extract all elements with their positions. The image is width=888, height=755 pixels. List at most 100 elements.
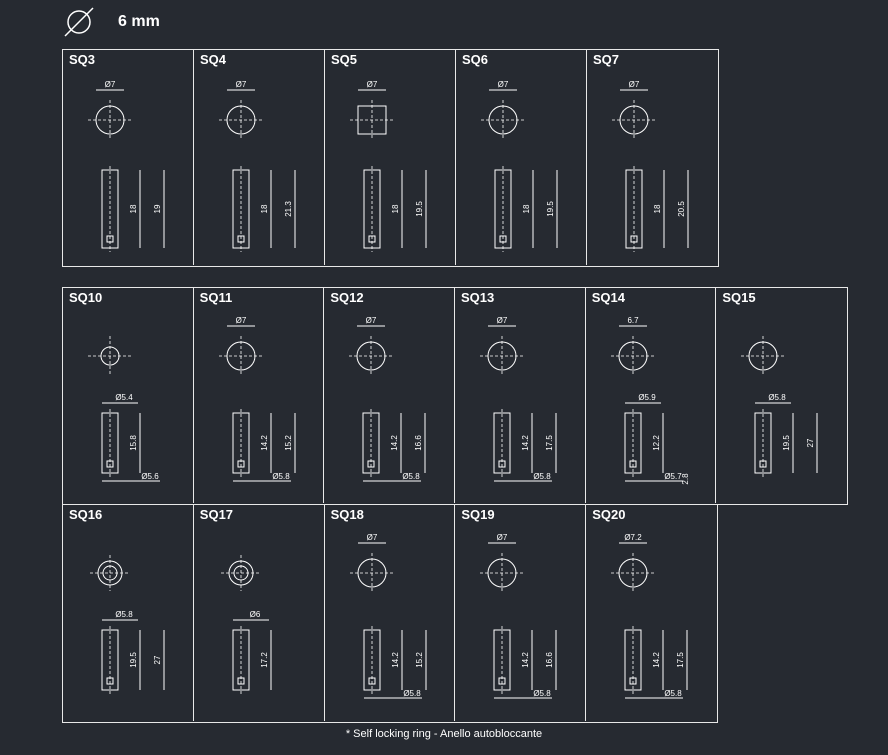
top-diameter-label: Ø7 <box>497 316 508 325</box>
part-code: SQ14 <box>591 290 625 305</box>
top-diameter-label: Ø7 <box>366 316 377 325</box>
part-code: SQ17 <box>199 507 234 522</box>
extra-dim-label: 2.8 <box>681 473 690 485</box>
bottom-diameter-label: Ø5.8 <box>403 472 421 481</box>
part-drawing: Ø7 18 19.5 <box>350 80 427 252</box>
mid-diameter-label: Ø6 <box>249 610 260 619</box>
part-code: SQ6 <box>462 52 489 67</box>
height-dim-label: 12.2 <box>652 435 661 451</box>
bottom-diameter-label: Ø5.8 <box>272 472 290 481</box>
part-code: SQ7 <box>593 52 620 67</box>
top-diameter-label: Ø7.2 <box>625 533 643 542</box>
height-dim-label: 17.5 <box>545 435 554 451</box>
top-diameter-label: Ø7 <box>367 80 378 89</box>
part-drawing: Ø7.2 14.2 17.5Ø5.8 <box>611 533 688 699</box>
bottom-diameter-label: Ø5.6 <box>141 472 159 481</box>
height-dim-label: 19.5 <box>546 201 555 217</box>
height-dim-label: 17.5 <box>676 652 685 668</box>
top-diameter-label: Ø7 <box>629 80 640 89</box>
part-drawing: Ø7 18 19 <box>88 80 165 252</box>
mid-diameter-label: Ø5.8 <box>769 393 787 402</box>
mid-diameter-label: Ø5.9 <box>638 393 656 402</box>
part-drawing-svg: Ø7 18 19.5 <box>481 80 558 252</box>
top-diameter-label: Ø7 <box>366 533 377 542</box>
height-dim-label: 14.2 <box>652 652 661 668</box>
height-dim-label: 14.2 <box>521 652 530 668</box>
part-code: SQ12 <box>330 290 364 305</box>
height-dim-label: 19.5 <box>415 201 424 217</box>
footnote: * Self locking ring - Anello autobloccan… <box>345 728 543 740</box>
top-diameter-label: Ø7 <box>498 80 509 89</box>
height-dim-label: 19.5 <box>129 652 138 668</box>
height-dim-label: 19 <box>153 204 162 213</box>
part-drawing: Ø6 17.2 <box>220 555 272 694</box>
part-code: SQ18 <box>330 507 364 522</box>
top-diameter-label: Ø7 <box>497 533 508 542</box>
diameter-icon <box>64 7 94 37</box>
height-dim-label: 15.8 <box>129 435 138 451</box>
top-diameter-label: 6.7 <box>627 316 639 325</box>
mid-diameter-label: Ø5.4 <box>115 393 133 402</box>
part-code: SQ5 <box>331 52 358 67</box>
height-dim-label: 16.6 <box>545 652 554 668</box>
part-drawing: Ø7 18 19.5 <box>481 80 558 252</box>
height-dim-label: 20.5 <box>677 201 686 217</box>
height-dim-label: 27 <box>153 655 162 664</box>
size-label: 6 mm <box>118 13 160 30</box>
bottom-diameter-label: Ø5.8 <box>533 472 551 481</box>
height-dim-label: 14.2 <box>260 435 269 451</box>
height-dim-label: 16.6 <box>414 435 423 451</box>
height-dim-label: 15.2 <box>415 652 424 668</box>
height-dim-label: 18 <box>522 204 531 213</box>
height-dim-label: 14.2 <box>390 435 399 451</box>
part-code: SQ10 <box>69 290 103 305</box>
part-code: SQ4 <box>200 52 227 67</box>
part-code: SQ15 <box>722 290 756 305</box>
part-code: SQ3 <box>69 52 96 67</box>
top-diameter-label: Ø7 <box>105 80 116 89</box>
part-code: SQ16 <box>69 507 103 522</box>
height-dim-label: 18 <box>129 204 138 213</box>
bottom-diameter-label: Ø5.8 <box>665 689 683 698</box>
height-dim-label: 17.2 <box>260 652 269 668</box>
part-drawing-svg: Ø7 14.2 16.6Ø5.8 <box>349 316 426 482</box>
height-dim-label: 27 <box>806 438 815 447</box>
part-drawing-svg: Ø7 18 19.5 <box>350 80 427 252</box>
part-drawing: Ø5.4 15.8Ø5.6 <box>88 336 160 482</box>
bottom-diameter-label: Ø5.8 <box>403 689 421 698</box>
height-dim-label: 18 <box>391 204 400 213</box>
height-dim-label: 21.3 <box>284 201 293 217</box>
top-diameter-label: Ø7 <box>236 80 247 89</box>
part-code: SQ11 <box>199 290 233 305</box>
